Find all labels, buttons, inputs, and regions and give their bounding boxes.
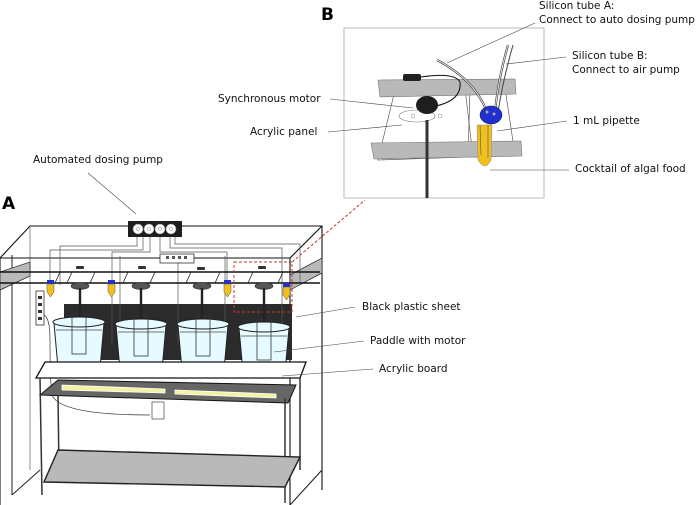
- label-tube-a-1: Silicon tube A:: [539, 0, 614, 12]
- label-tube-b-2: Connect to air pump: [572, 64, 680, 76]
- leader-black-sheet: [295, 306, 356, 318]
- side-bar-right: [289, 257, 323, 291]
- panel-b: B: [218, 0, 695, 199]
- lower-shelf: [42, 449, 302, 488]
- label-acrylic-panel: Acrylic panel: [250, 126, 317, 138]
- leader-tube-b: [505, 56, 567, 65]
- leader-paddle: [273, 340, 365, 353]
- pipette: [476, 105, 503, 167]
- leader-acrylic-board: [281, 368, 374, 377]
- motor-connector: [403, 74, 421, 81]
- tube-a-inner: [436, 59, 488, 113]
- feeding-tubes: [46, 280, 291, 301]
- upper-bar: [377, 78, 517, 98]
- bucket-3: [176, 282, 230, 374]
- lower-bar: [370, 140, 523, 160]
- leader-acrylic-panel: [327, 124, 403, 133]
- panel-a-letter: A: [2, 194, 16, 214]
- leader-motor: [329, 98, 414, 109]
- tube-1: [46, 280, 55, 298]
- leader-tube-a: [446, 22, 536, 64]
- tube-b2: [497, 44, 514, 113]
- lamp-2: [174, 389, 277, 399]
- label-algal-food: Cocktail of algal food: [575, 163, 686, 175]
- motor-connectors: [76, 266, 266, 270]
- tube-4: [282, 283, 291, 301]
- tube-3: [223, 280, 232, 298]
- pump-wiring: [49, 236, 301, 360]
- tube-b-inner: [494, 44, 509, 113]
- power-strip: [35, 290, 151, 416]
- leader-pipette: [496, 120, 568, 132]
- controller-box: [159, 253, 195, 264]
- lamp-1: [61, 384, 166, 394]
- label-black-sheet: Black plastic sheet: [362, 301, 461, 313]
- detail-frame: [343, 27, 545, 199]
- bucket-2: [114, 282, 168, 374]
- tube-2: [107, 280, 116, 298]
- rail-ticks: [54, 271, 284, 284]
- switch-box: [151, 401, 165, 420]
- panel-a: A: [0, 154, 466, 505]
- synchronous-motor: [398, 96, 443, 198]
- side-bar-left: [0, 261, 31, 291]
- motor-wire: [420, 74, 461, 107]
- label-tube-b-1: Silicon tube B:: [572, 50, 648, 62]
- panel-b-letter: B: [321, 5, 334, 25]
- label-dosing-pump: Automated dosing pump: [33, 154, 163, 166]
- label-pipette: 1 mL pipette: [573, 115, 640, 127]
- label-motor: Synchronous motor: [218, 93, 321, 105]
- acrylic-board: [34, 361, 307, 379]
- dosing-pump: [128, 221, 182, 237]
- label-paddle: Paddle with motor: [370, 335, 466, 347]
- callout-box: [233, 199, 366, 313]
- lamp-tray: [38, 379, 297, 404]
- leader-dosing-pump: [87, 172, 137, 215]
- bucket-1: [52, 282, 106, 372]
- label-tube-a-2: Connect to auto dosing pump: [539, 14, 695, 26]
- label-acrylic-board: Acrylic board: [379, 363, 448, 375]
